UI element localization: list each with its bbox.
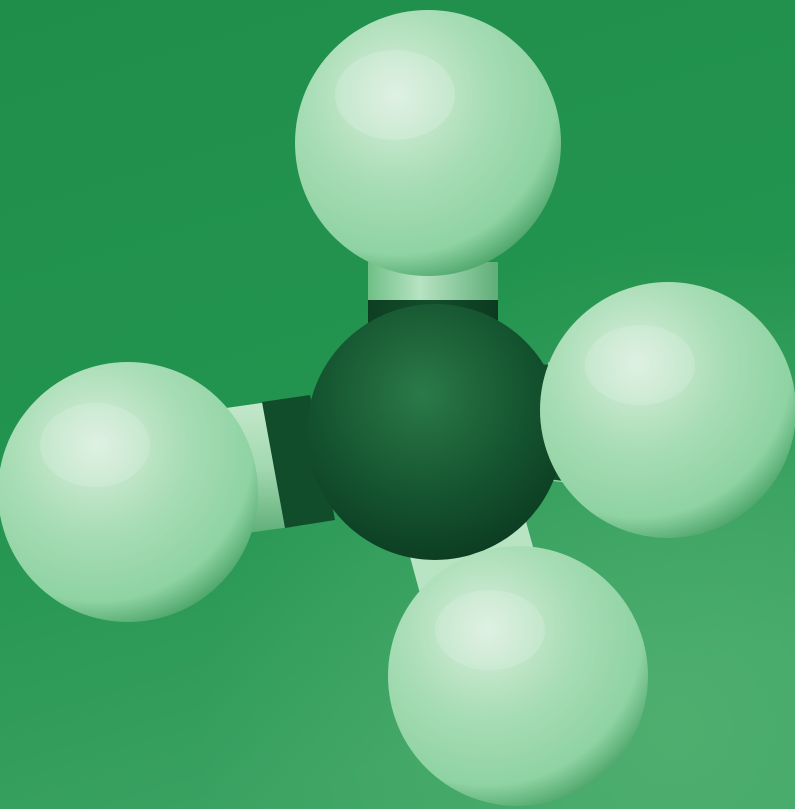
hydrogen-atom-top [295, 10, 561, 276]
highlight-right [585, 325, 695, 405]
carbon-atom [307, 304, 563, 560]
hydrogen-atom-right [540, 282, 795, 538]
highlight-top [335, 50, 455, 140]
hydrogen-atom-left [0, 362, 258, 622]
highlight-left [40, 403, 150, 487]
hydrogen-atom-bottom [388, 546, 648, 806]
highlight-bottom [435, 590, 545, 670]
